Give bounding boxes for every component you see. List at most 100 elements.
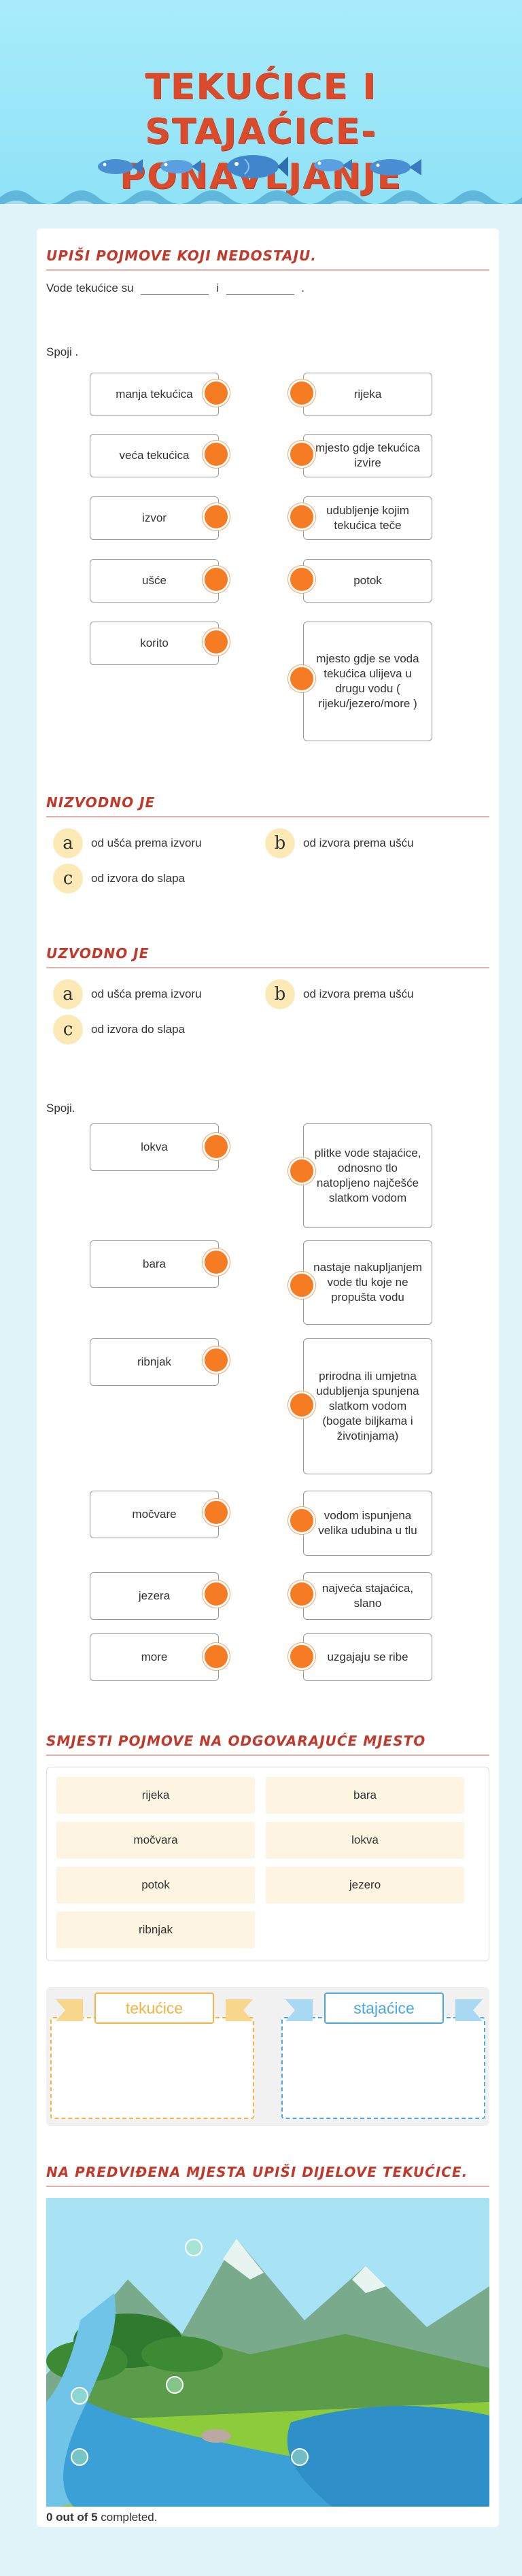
match1-left-dot-3[interactable] [203,566,230,593]
label-hotspot[interactable] [71,2387,88,2405]
match1-right-3[interactable]: potok [303,559,432,603]
option-letter: b [265,979,295,1009]
quiz2-option-b[interactable]: b od izvora prema ušću [265,979,414,1009]
match1-left-dot-1[interactable] [203,441,230,468]
option-text: od izvora prema ušću [303,987,414,1000]
match1-right-1[interactable]: mjesto gdje tekućica izvire [303,434,432,477]
wave-decoration [0,190,522,204]
sentence-mid: i [216,282,219,294]
drag-tile[interactable]: ribnjak [56,1912,255,1948]
match2-right-1[interactable]: nastaje nakupljanjem vode tlu koje ne pr… [303,1240,432,1325]
quiz2-option-a[interactable]: a od ušća prema izvoru [53,979,202,1009]
label-hotspot[interactable] [166,2376,184,2394]
match2-left-4[interactable]: jezera [90,1572,219,1620]
option-text: od izvora do slapa [91,872,185,885]
category-label-stajacice: stajaćice [324,1993,444,2024]
drag-tile[interactable]: potok [56,1867,255,1903]
quiz1-option-a[interactable]: a od ušća prema izvoru [53,828,202,858]
category-label-tekucice: tekućice [94,1993,214,2024]
match1-right-dot-2[interactable] [288,503,315,530]
match1-left-4[interactable]: korito [90,622,219,665]
match1-right-4[interactable]: mjesto gdje se voda tekućica ulijeva u d… [303,622,432,741]
option-letter: a [53,828,83,858]
option-letter: b [265,828,295,858]
match2-left-0[interactable]: lokva [90,1123,219,1171]
label-hotspot[interactable] [185,2239,203,2256]
section-title-fill-in: Upiši pojmove koji nedostaju. [46,248,489,271]
match2-left-dot-3[interactable] [203,1499,230,1526]
match2-right-dot-2[interactable] [288,1391,315,1419]
match2-right-3[interactable]: vodom ispunjena velika udubina u tlu [303,1491,432,1556]
progress-suffix: completed. [101,2511,158,2524]
match2-right-5[interactable]: uzgajaju se ribe [303,1633,432,1681]
match1-right-dot-4[interactable] [288,665,315,692]
fish-icon [370,159,421,175]
title-line-1: Tekućice i stajaćice- [145,67,377,152]
match1-left-3[interactable]: ušće [90,559,219,603]
match1-left-dot-0[interactable] [203,379,230,407]
match2-left-3[interactable]: močvare [90,1491,219,1538]
match2-right-4[interactable]: najveća stajaćica, slano [303,1572,432,1620]
drag-tile-area: rijeka bara močvara lokva potok jezero r… [46,1767,489,1961]
fish-icon [314,159,352,171]
match2-right-dot-5[interactable] [288,1643,315,1670]
option-text: od ušća prema izvoru [91,836,202,849]
sentence-end: . [301,282,304,294]
match2-left-2[interactable]: ribnjak [90,1338,219,1386]
match1-right-dot-3[interactable] [288,566,315,593]
sentence-start: Vode tekućice su [46,282,134,294]
river-illustration [46,2198,489,2507]
fish-icon [98,159,143,174]
match2-left-1[interactable]: bara [90,1240,219,1288]
drag-tile[interactable]: bara [266,1777,464,1814]
match-label-1: Spoji . [46,345,79,358]
worksheet-card: Upiši pojmove koji nedostaju. Vode tekuć… [37,228,499,2527]
match1-left-2[interactable]: izvor [90,496,219,540]
fill-in-sentence: Vode tekućice su i . [46,282,304,295]
match2-right-0[interactable]: plitke vode stajaćice, odnosno tlo natop… [303,1123,432,1228]
match1-right-0[interactable]: rijeka [303,373,432,416]
drop-zone-stajacice[interactable] [281,2017,485,2119]
section-title-nizvodno: Nizvodno je [46,794,489,817]
match2-right-dot-1[interactable] [288,1272,315,1299]
match1-left-0[interactable]: manja tekućica [90,373,219,416]
blank-input-1[interactable] [141,283,209,295]
match2-left-5[interactable]: more [90,1633,219,1681]
match1-right-2[interactable]: udubljenje kojim tekućica teče [303,496,432,540]
drop-zone-tekucice[interactable] [50,2017,254,2119]
match2-left-dot-0[interactable] [203,1133,230,1160]
match2-left-dot-4[interactable] [203,1580,230,1608]
blank-input-2[interactable] [226,283,294,295]
match1-right-dot-0[interactable] [288,379,315,407]
match2-right-dot-3[interactable] [288,1507,315,1534]
drag-tile[interactable]: rijeka [56,1777,255,1814]
category-area: tekućice stajaćice [46,1987,489,2126]
quiz2-option-c[interactable]: c od izvora do slapa [53,1015,185,1045]
match1-left-dot-2[interactable] [203,503,230,530]
label-hotspot[interactable] [71,2448,88,2466]
ribbon-decoration [56,1999,253,2021]
fish-decoration [95,155,427,182]
fish-icon [227,155,288,178]
drag-tile[interactable]: močvara [56,1822,255,1859]
match2-left-dot-5[interactable] [203,1643,230,1670]
match2-left-dot-1[interactable] [203,1249,230,1276]
drag-tile[interactable]: jezero [266,1867,464,1903]
section-title-sort: Smjesti pojmove na odgovarajuće mjesto [46,1733,489,1756]
quiz1-option-c[interactable]: c od izvora do slapa [53,864,185,894]
section-title-uzvodno: Uzvodno je [46,945,489,968]
option-text: od izvora do slapa [91,1023,185,1036]
label-hotspot[interactable] [291,2448,309,2466]
drag-tile[interactable]: lokva [266,1822,464,1859]
match1-left-dot-4[interactable] [203,628,230,656]
match1-right-dot-1[interactable] [288,441,315,468]
quiz1-option-b[interactable]: b od izvora prema ušću [265,828,414,858]
match2-left-dot-2[interactable] [203,1346,230,1374]
fish-icon [160,160,201,173]
match2-right-dot-0[interactable] [288,1157,315,1185]
match2-right-2[interactable]: prirodna ili umjetna udubljenja spunjena… [303,1338,432,1474]
option-letter: a [53,979,83,1009]
match1-left-1[interactable]: veća tekućica [90,434,219,477]
option-text: od izvora prema ušću [303,836,414,849]
match2-right-dot-4[interactable] [288,1580,315,1608]
